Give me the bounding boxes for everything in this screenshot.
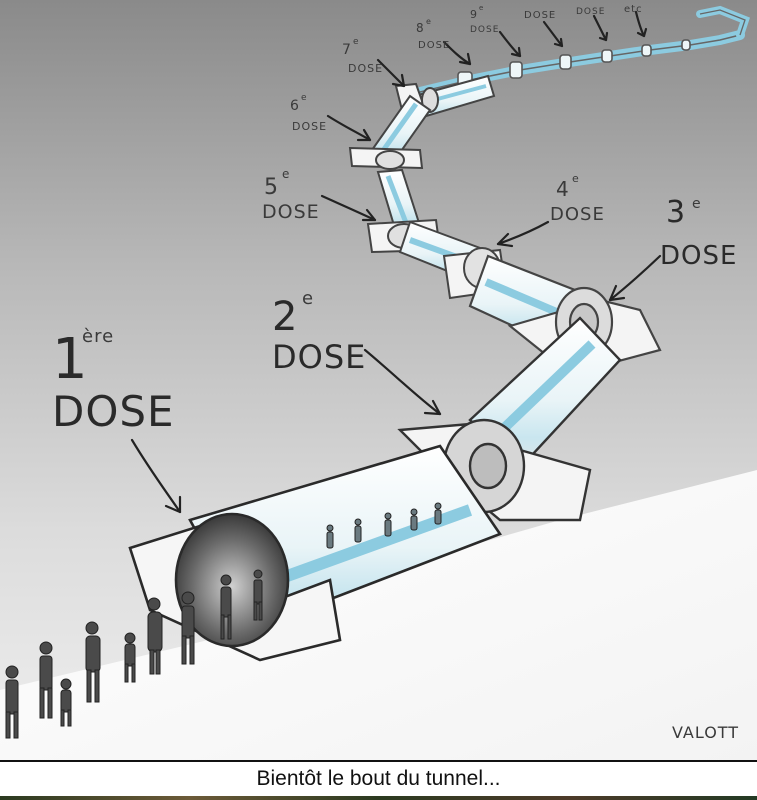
person <box>124 632 136 683</box>
dose-6-number: 6 <box>290 98 300 114</box>
dose-9-word: DOSE <box>470 25 499 35</box>
dose-4-suffix: e <box>572 172 580 185</box>
person <box>384 512 392 537</box>
person <box>410 508 418 531</box>
dose-4-word: DOSE <box>550 204 605 225</box>
label-dose-6: 6 e DOSE <box>290 93 327 133</box>
people-queue <box>5 502 442 739</box>
dose-3-word: DOSE <box>660 241 737 271</box>
dose-11-word: DOSE <box>576 7 605 17</box>
person <box>5 665 19 739</box>
dose-2-number: 2 <box>272 294 298 340</box>
label-dose-5: 5 e DOSE <box>262 167 320 223</box>
person <box>434 502 442 525</box>
person <box>354 518 362 543</box>
dose-4-number: 4 <box>556 177 570 201</box>
dose-8-word: DOSE <box>418 40 450 51</box>
person <box>220 574 232 640</box>
arrows <box>130 10 662 514</box>
dose-6-suffix: e <box>301 93 308 103</box>
dose-3-suffix: e <box>692 196 702 212</box>
bottom-photo-strip <box>0 796 757 800</box>
ground <box>0 470 757 760</box>
syringe-2 <box>397 316 622 522</box>
syringe-6 <box>348 94 432 170</box>
dose-1-suffix: ère <box>82 326 114 347</box>
cartoon-drawing: 1 ère DOSE 2 e DOSE 3 e DOSE 4 e DOSE 5 … <box>0 0 757 760</box>
label-dose-8: 8 e DOSE <box>416 17 450 51</box>
person <box>326 524 334 549</box>
dose-9-number: 9 <box>470 8 478 21</box>
person <box>181 591 195 665</box>
dose-2-word: DOSE <box>272 338 366 376</box>
dose-8-suffix: e <box>426 17 432 26</box>
dose-6-word: DOSE <box>292 120 327 133</box>
label-dose-7: 7 e DOSE <box>342 37 383 75</box>
person <box>60 678 72 727</box>
dose-8-number: 8 <box>416 21 425 35</box>
person <box>147 597 163 675</box>
dose-5-suffix: e <box>282 167 290 181</box>
dose-1-number: 1 <box>52 327 89 392</box>
person <box>253 569 263 621</box>
dose-3-number: 3 <box>666 195 686 230</box>
dose-7-number: 7 <box>342 42 352 58</box>
label-dose-3: 3 e DOSE <box>660 195 737 271</box>
dose-2-suffix: e <box>302 288 314 309</box>
person <box>39 641 53 719</box>
artist-signature: VALOTT <box>672 723 739 742</box>
syringe-1 <box>128 444 502 662</box>
caption: Bientôt le bout du tunnel... <box>256 767 501 790</box>
dose-10-word: DOSE <box>524 10 556 21</box>
cartoon-panel: 1 ère DOSE 2 e DOSE 3 e DOSE 4 e DOSE 5 … <box>0 0 757 762</box>
label-dose-2: 2 e DOSE <box>272 288 366 376</box>
dose-5-number: 5 <box>264 175 279 200</box>
label-dose-4: 4 e DOSE <box>550 172 605 225</box>
etc-label: etc <box>624 4 643 15</box>
dose-1-word: DOSE <box>52 387 175 436</box>
dose-7-suffix: e <box>353 37 360 47</box>
dose-5-word: DOSE <box>262 201 320 223</box>
dose-9-suffix: e <box>479 4 484 12</box>
dose-7-word: DOSE <box>348 62 383 75</box>
label-dose-1: 1 ère DOSE <box>52 326 175 436</box>
person <box>85 621 101 703</box>
label-dose-9: 9 e DOSE <box>470 4 499 35</box>
